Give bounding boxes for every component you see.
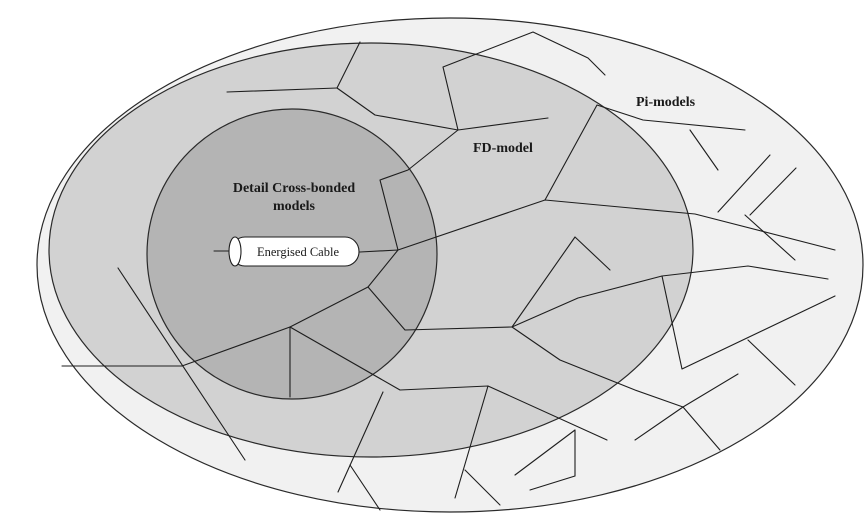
upper-branch-line: [442, 31, 606, 131]
lower-mid-branch: [454, 385, 489, 499]
main-feeder-line: [61, 199, 836, 367]
lower-branch-stub-b: [634, 406, 684, 441]
pi-branch-stub: [689, 129, 719, 171]
upper-left-branch: [336, 41, 459, 131]
cable-end-cap: [228, 236, 242, 267]
pi-branch-line: [544, 104, 746, 201]
lower-left-branch: [337, 391, 384, 493]
detail-models-label-line2: models: [273, 199, 316, 214]
lower-right-stub-c: [529, 475, 576, 491]
cable-connection-line: [359, 249, 399, 253]
lower-feeder-line: [289, 326, 608, 441]
lower-branch-stub-a: [682, 406, 721, 451]
right-branch-a: [717, 154, 771, 213]
right-lower-stub: [747, 339, 796, 386]
right-branch-c: [744, 214, 796, 261]
lower-left-stub: [349, 464, 381, 511]
fd-model-label: FD-model: [473, 141, 533, 156]
right-branch-b: [749, 167, 797, 216]
lower-mid-stub: [464, 469, 501, 506]
detail-models-label-line1: Detail Cross-bonded: [233, 181, 355, 196]
energised-cable: Energised Cable: [213, 236, 360, 267]
network-lines: [61, 31, 836, 511]
upper-left-stub: [226, 87, 338, 93]
left-diagonal-line: [117, 267, 246, 461]
upper-feeder-line: [379, 117, 549, 251]
lower-right-stub-b: [514, 429, 576, 476]
pi-models-label: Pi-models: [636, 95, 696, 110]
energised-cable-label: Energised Cable: [257, 245, 339, 259]
right-lower-branch: [661, 275, 836, 370]
lower-branch-line: [511, 326, 739, 408]
